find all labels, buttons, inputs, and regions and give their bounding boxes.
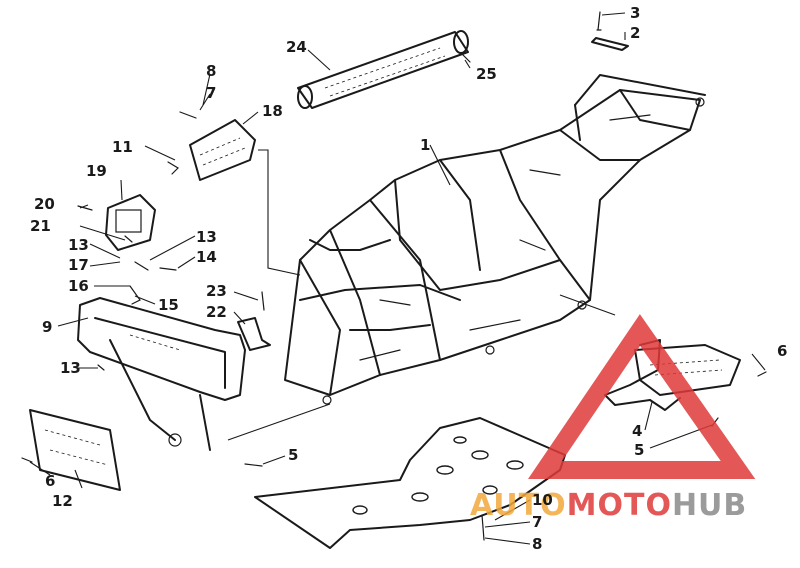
callout-17: 17 [68, 256, 89, 274]
headlight [105, 194, 156, 251]
callout-13b: 13 [196, 228, 217, 246]
callout-7a: 7 [206, 84, 216, 102]
callout-13c: 13 [60, 359, 81, 377]
callout-10: 10 [532, 491, 553, 509]
callout-9: 9 [42, 318, 52, 336]
callout-12: 12 [52, 492, 73, 510]
callout-8a: 8 [206, 62, 216, 80]
hardware-bolts [21, 11, 767, 541]
watermark-text-moto: MOTO [567, 488, 672, 523]
callout-2: 2 [630, 24, 640, 42]
callout-21: 21 [30, 217, 51, 235]
callout-22: 22 [206, 303, 227, 321]
callout-6b: 6 [45, 472, 55, 490]
svg-text:AUTOMOTOHUB: AUTOMOTOHUB [470, 488, 747, 523]
watermark-logo: AUTOMOTOHUB [470, 314, 756, 523]
callout-6a: 6 [777, 342, 787, 360]
callout-24: 24 [286, 38, 307, 56]
seat-support-tube [297, 30, 471, 109]
lower-plate [29, 409, 121, 491]
callout-3: 3 [630, 4, 640, 22]
callout-labels: 1 2 3 4 5 5 6 6 7 7 8 8 9 10 11 12 13 13… [30, 4, 787, 553]
callout-4: 4 [632, 422, 642, 440]
watermark-text-auto: AUTO [470, 488, 567, 523]
callout-5a: 5 [288, 446, 298, 464]
headlight-shield [189, 119, 256, 181]
callout-25: 25 [476, 65, 497, 83]
callout-13a: 13 [68, 236, 89, 254]
callout-8b: 8 [532, 535, 542, 553]
mounting-bracket [237, 317, 271, 351]
callout-14: 14 [196, 248, 217, 266]
front-bumper [77, 297, 246, 451]
callout-19: 19 [86, 162, 107, 180]
callout-16: 16 [68, 277, 89, 295]
watermark-text-hub: HUB [672, 488, 747, 523]
callout-11: 11 [112, 138, 133, 156]
callout-20: 20 [34, 195, 55, 213]
skid-plate [254, 417, 566, 549]
callout-7b: 7 [532, 513, 542, 531]
callout-18: 18 [262, 102, 283, 120]
callout-1: 1 [420, 136, 430, 154]
callout-15: 15 [158, 296, 179, 314]
watermark-triangle [528, 314, 756, 479]
callout-5b: 5 [634, 441, 644, 459]
main-frame [284, 74, 706, 405]
callout-23: 23 [206, 282, 227, 300]
